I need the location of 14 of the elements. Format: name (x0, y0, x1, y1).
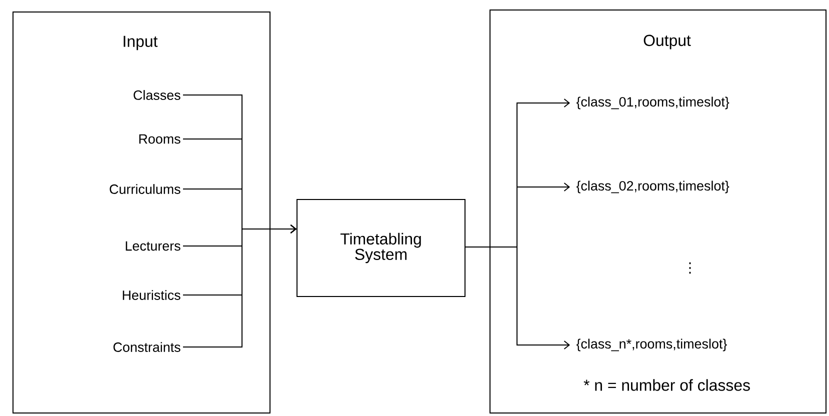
input-label: Lecturers (126, 241, 180, 251)
input-label: Constraints (113, 342, 180, 352)
input-label: Heuristics (122, 290, 180, 300)
input-label: Rooms (139, 134, 180, 144)
output-label: {class_01,rooms,timeslot} (576, 96, 730, 110)
arrow (465, 246, 570, 350)
output-label: {class_02,rooms,timeslot} (576, 180, 730, 194)
input-label: Classes (134, 90, 180, 100)
output-label: {class_n*,rooms,timeslot} (576, 338, 727, 352)
input-label: Curriculums (110, 184, 180, 194)
vertical-ellipsis: ⋮ (689, 262, 691, 274)
process-box: Timetabling System (296, 199, 466, 297)
arrow (182, 224, 296, 348)
footnote: * n = number of classes (584, 379, 750, 391)
